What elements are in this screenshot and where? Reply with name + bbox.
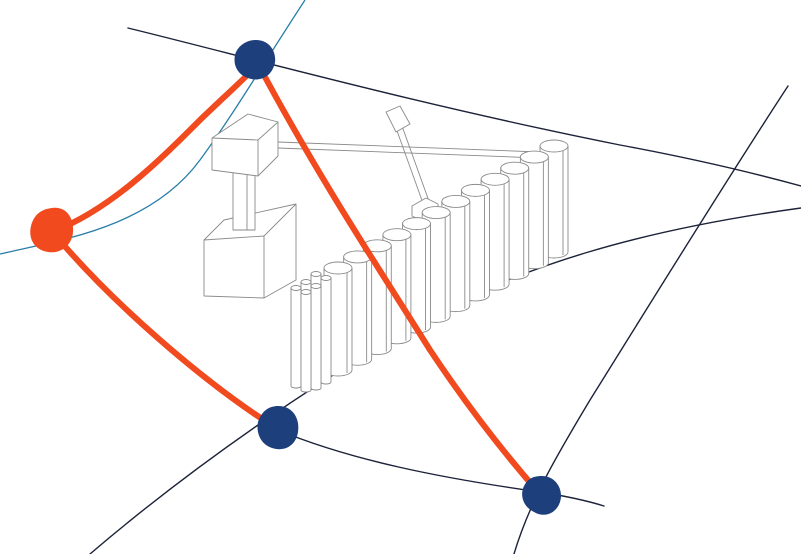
pipe-bridge — [277, 141, 541, 159]
route-edges — [49, 61, 543, 497]
small-pipe — [290, 285, 302, 389]
node-bottom-left[interactable] — [257, 406, 299, 450]
crane — [385, 105, 439, 223]
pipe-cluster — [290, 271, 332, 393]
small-pipe — [300, 289, 312, 393]
route-nodes — [30, 40, 562, 515]
origin-node[interactable] — [30, 207, 74, 253]
small-pipe — [320, 275, 332, 385]
industrial-facility-sketch — [203, 105, 569, 393]
storage-tanks — [323, 139, 569, 377]
road-top — [127, 27, 801, 187]
edge-origin-top — [49, 61, 261, 235]
road-lower — [277, 429, 605, 507]
node-bottom-right[interactable] — [522, 476, 562, 515]
tower-building — [203, 113, 297, 299]
small-pipe — [310, 283, 322, 391]
edge-origin-bottom-left — [53, 233, 279, 431]
edge-top-bottom-right — [255, 61, 543, 497]
node-top[interactable] — [234, 40, 276, 80]
